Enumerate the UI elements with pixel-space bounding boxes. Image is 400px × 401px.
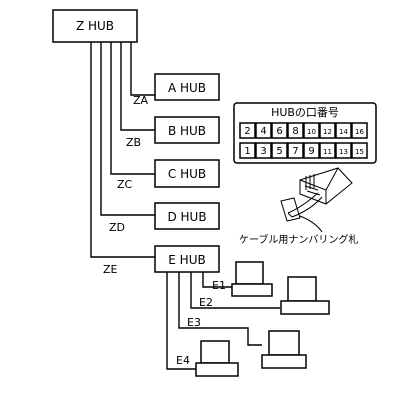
label-e1: E1 — [212, 279, 226, 292]
port-box — [239, 142, 256, 159]
label-zd: ZD — [109, 221, 125, 234]
cable-za — [130, 42, 155, 96]
port-number: 8 — [292, 126, 298, 137]
port-number: 1 — [244, 146, 250, 157]
label-ze: ZE — [103, 263, 118, 276]
numbering-tag-icon — [280, 197, 323, 233]
label-zc: ZC — [117, 178, 133, 191]
pc-e2-icon — [280, 276, 330, 315]
port-number: 5 — [276, 146, 282, 157]
port-box — [335, 122, 352, 139]
port-box — [303, 122, 320, 139]
port-number: 3 — [260, 146, 266, 157]
port-number: 10 — [307, 128, 316, 136]
port-box — [335, 142, 352, 159]
port-box — [255, 142, 272, 159]
d-hub-label: D HUB — [167, 210, 206, 224]
port-box — [303, 142, 320, 159]
port-panel-title: HUBの口番号 — [271, 106, 339, 119]
label-e2: E2 — [199, 296, 213, 309]
cable-e2 — [190, 272, 280, 309]
pc-e4-icon — [195, 340, 239, 377]
port-number: 7 — [292, 146, 298, 157]
port-box — [319, 122, 336, 139]
label-za: ZA — [133, 94, 149, 107]
port-number: 14 — [339, 128, 348, 136]
port-box — [255, 122, 272, 139]
e-hub-wires — [166, 272, 280, 370]
cable-connector-icon — [287, 167, 353, 218]
port-box — [319, 142, 336, 159]
a-hub-label: A HUB — [168, 81, 206, 95]
label-e3: E3 — [187, 316, 201, 329]
port-number: 15 — [355, 148, 364, 156]
e-hub: E HUB — [154, 245, 220, 273]
d-hub: D HUB — [154, 202, 220, 230]
port-number: 16 — [355, 128, 364, 136]
label-zb: ZB — [126, 136, 141, 149]
port-box — [351, 122, 368, 139]
cable-e1 — [202, 272, 232, 288]
c-hub: C HUB — [154, 159, 220, 188]
e-hub-label: E HUB — [168, 253, 205, 267]
port-number: 13 — [339, 148, 348, 156]
cable-e3 — [178, 272, 262, 346]
b-hub-label: B HUB — [168, 124, 206, 138]
port-number: 9 — [308, 146, 314, 157]
port-number: 2 — [244, 126, 250, 137]
numbering-tag-callout: ケーブル用ナンバリング札 — [239, 233, 358, 246]
z-hub-label: Z HUB — [76, 19, 114, 33]
label-e4: E4 — [176, 354, 190, 367]
c-hub-label: C HUB — [168, 167, 206, 181]
z-hub-wires — [90, 42, 155, 258]
port-number: 12 — [323, 128, 332, 136]
port-box — [351, 142, 368, 159]
port-number: 4 — [260, 126, 266, 137]
pc-e1-icon — [231, 261, 273, 297]
b-hub: B HUB — [154, 116, 220, 144]
port-box — [287, 122, 304, 139]
cable-e4 — [166, 272, 196, 370]
z-hub: Z HUB — [52, 9, 138, 43]
port-number: 6 — [276, 126, 282, 137]
port-box — [287, 142, 304, 159]
cable-zd — [100, 42, 155, 216]
cable-zc — [110, 42, 155, 175]
pc-e3-icon — [261, 330, 307, 369]
cable-zb — [120, 42, 155, 131]
a-hub: A HUB — [154, 73, 220, 101]
port-number: 11 — [323, 148, 332, 156]
port-box — [239, 122, 256, 139]
port-box — [271, 142, 288, 159]
port-box — [271, 122, 288, 139]
cable-ze — [90, 42, 155, 258]
